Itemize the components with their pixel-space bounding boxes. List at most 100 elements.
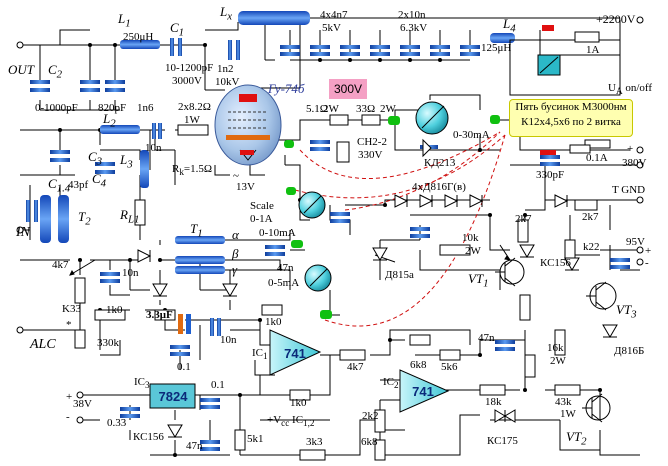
r-2k7-b: 2k7 <box>582 211 599 223</box>
c-10n-left: 10n <box>122 267 139 279</box>
pot-10k-2w: 2W <box>465 245 481 257</box>
terminals <box>16 16 644 424</box>
ic3-label: IC3 <box>134 376 150 391</box>
alc-label: ALC <box>30 337 56 352</box>
meter-0-5ma-label: 0-5mA <box>268 277 300 289</box>
rk-label: Rk=1.5Ω <box>172 163 213 178</box>
c-10n-l3: 10n <box>145 142 162 154</box>
r-330k-value: 330k <box>97 337 119 349</box>
diodes <box>137 138 618 438</box>
terminal-t-gnd: T GND <box>612 184 646 196</box>
kc175-label: КС175 <box>487 435 518 447</box>
plus-380-sign: + <box>627 143 634 155</box>
r-k33-value: K33 <box>62 303 81 315</box>
input-label: IN <box>16 225 30 240</box>
r-43k-value: 43k <box>555 396 572 408</box>
r-1k0-a: 1k0 <box>106 304 123 316</box>
c-47n-b: 47n <box>478 332 495 344</box>
l3-label: L3 <box>120 152 133 171</box>
d816b-label: Д816Б <box>614 345 645 357</box>
ic2-label: IC2 <box>383 376 399 391</box>
l1-value: 250μH <box>123 31 154 43</box>
d815-label: Д815а <box>385 269 414 281</box>
zener-chain-label: 4xД816Г(в) <box>412 181 466 193</box>
r-5k6-value: 5k6 <box>441 361 458 373</box>
ch22-voltage: 330V <box>358 149 383 161</box>
supply-38v: 38V <box>73 398 92 410</box>
c-1n2-value: 1n2 <box>217 63 234 75</box>
r-4k7-b: 4k7 <box>347 361 364 373</box>
cap-bank-4x4n7: 4x4n7 <box>320 9 348 21</box>
regulator-7824-body <box>149 383 196 409</box>
cap-bank-63kv: 6.3kV <box>400 22 428 34</box>
c1-value-range: 10-1200pF <box>165 62 214 74</box>
winding-alpha: α <box>232 227 239 242</box>
c14-label: C1.4 <box>48 176 71 195</box>
r-16k-2w: 2W <box>550 355 566 367</box>
c-1n6-value: 1n6 <box>137 102 154 114</box>
c-10n-right: 10n <box>220 334 237 346</box>
kc156-b-label: КС156 <box>133 431 164 443</box>
winding-beta: β <box>232 246 239 261</box>
ic1-opamp-741: 741 <box>284 346 306 361</box>
c-47n-c: 47n <box>186 440 203 452</box>
hv-supply-box <box>509 39 621 96</box>
tube-gu74b <box>214 84 282 166</box>
r-1w-label: 1W <box>184 114 200 126</box>
c-47n-t1: 47n <box>277 262 294 274</box>
c-3u3-value: 3.3μF <box>146 309 173 321</box>
t2-label: T2 <box>78 209 91 228</box>
r-2k2-value: 2k2 <box>362 410 379 422</box>
kc156-a-label: КС156 <box>540 257 571 269</box>
c4-label: C4 <box>92 171 107 190</box>
r-1k0-b: 1k0 <box>265 316 282 328</box>
lx-label: Lx <box>220 4 233 23</box>
r-5-1-value: 5.1Ω <box>306 103 328 115</box>
fuses <box>569 31 600 154</box>
r-2x82-value: 2x8.2Ω <box>178 101 211 113</box>
minus-95-sign: - <box>645 257 649 269</box>
c-820pf-value: 820pF <box>98 102 127 114</box>
resistors <box>74 114 611 461</box>
supply-95v: 95V <box>626 236 645 248</box>
ch22-label: CH2-2 <box>357 136 387 148</box>
l4-value: 125μH <box>481 42 512 54</box>
supply-2200v: +2200V <box>596 12 636 26</box>
op-amps <box>269 329 450 413</box>
vt3-label: VT3 <box>616 302 637 321</box>
ua-onoff-label: UA on/off <box>608 82 653 97</box>
r-33-2w-label: 2W <box>380 103 396 115</box>
plus-95-sign: + <box>645 245 652 257</box>
tilde-label: ~ <box>233 170 239 182</box>
out-label: OUT <box>8 62 35 77</box>
fuse-1a-label: 1A <box>586 44 600 56</box>
l2-label: L2 <box>103 111 116 130</box>
filament-13v: 13V <box>236 181 255 193</box>
r-16k-value: 16k <box>547 342 564 354</box>
pot-4k7-value: 4k7 <box>52 259 69 271</box>
t1-label: T1 <box>190 221 203 240</box>
ferrite-beads-note: Пять бусинок М3000нм К12х4,5х6 по 2 витк… <box>509 99 633 137</box>
r-2k7-a: 2k7 <box>515 213 532 225</box>
vcc-label: +Vcc IC1,2 <box>267 414 315 429</box>
pot-10k-value: 10k <box>462 232 479 244</box>
rf-bead-dashed-lines <box>294 131 506 327</box>
cap-bank-5kv: 5kV <box>322 22 341 34</box>
r-18k-value: 18k <box>485 396 502 408</box>
coils <box>40 11 515 274</box>
r-6k8-a: 6k8 <box>410 359 427 371</box>
note-line-1: Пять бусинок М3000нм <box>515 101 627 113</box>
r-k22-value: k22 <box>583 241 600 253</box>
r-3k3-value: 3k3 <box>306 436 323 448</box>
c1-value-voltage: 3000V <box>172 75 202 87</box>
c-0-1-b: 0.1 <box>211 379 225 391</box>
meter-0-30ma-label: 0-30mA <box>453 129 490 141</box>
c-10kv-value: 10kV <box>215 76 240 88</box>
scale-range: 0-1A <box>250 213 273 225</box>
plus-38-sign: + <box>66 391 73 403</box>
c-0-1-a: 0.1 <box>177 361 191 373</box>
rl1-label: RL1 <box>120 207 140 226</box>
c1-label: C1 <box>170 20 185 39</box>
kd213-label: КД213 <box>424 157 456 169</box>
electrolytic-cap-3u3 <box>178 314 191 334</box>
